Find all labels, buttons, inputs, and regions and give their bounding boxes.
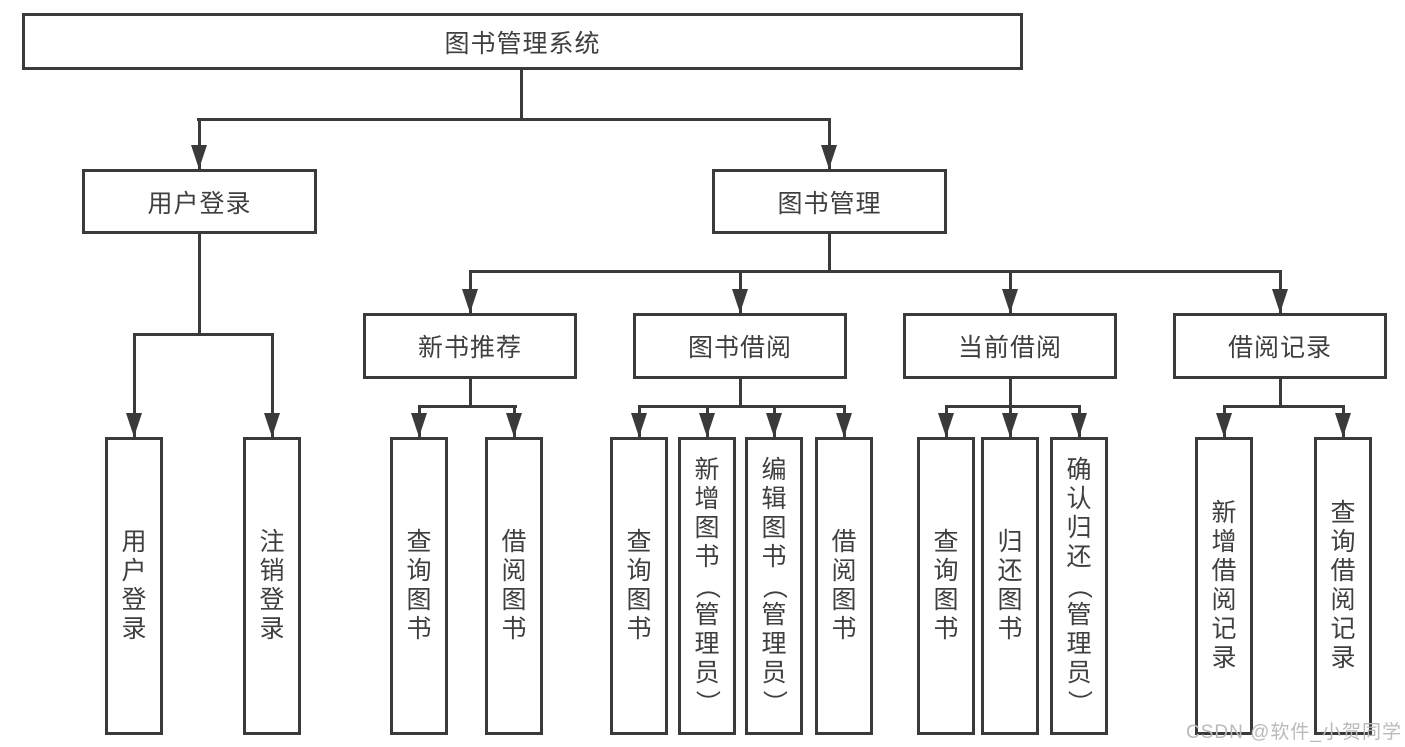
leaf-add-books-admin: 新增图书（管理员） (678, 437, 736, 735)
connector-root-stem (520, 69, 523, 120)
connector-mgmt-hline (469, 270, 1282, 273)
arrow-down-icon (191, 145, 207, 169)
node-book-borrow: 图书借阅 (633, 313, 847, 379)
connector-login-hline (133, 333, 274, 336)
arrow-down-icon (732, 289, 748, 313)
leaf-label: 用户登录 (121, 528, 147, 643)
arrow-down-icon (938, 413, 954, 437)
arrow-down-icon (699, 413, 715, 437)
arrow-down-icon (766, 413, 782, 437)
arrow-down-icon (264, 413, 280, 437)
node-user-login: 用户登录 (82, 169, 317, 234)
node-new-book-recommend: 新书推荐 (363, 313, 577, 379)
leaf-label: 查询图书 (406, 528, 432, 643)
leaf-label: 新增图书（管理员） (693, 455, 722, 715)
arrow-down-icon (1002, 289, 1018, 313)
arrow-down-icon (1335, 413, 1351, 437)
arrow-down-icon (836, 413, 852, 437)
arrow-down-icon (506, 413, 522, 437)
connector-borrow-hline (638, 405, 846, 408)
arrow-down-icon (1216, 413, 1232, 437)
leaf-label: 新增借阅记录 (1211, 499, 1237, 672)
connector-mgmt-stem (828, 233, 831, 272)
connector-recommend-stem (469, 378, 472, 407)
leaf-return-books: 归还图书 (981, 437, 1039, 735)
node-borrow-records: 借阅记录 (1173, 313, 1387, 379)
leaf-label: 注销登录 (259, 528, 285, 643)
connector-login-drop-1 (133, 333, 136, 437)
leaf-add-borrow-record: 新增借阅记录 (1195, 437, 1253, 735)
node-root-library-system: 图书管理系统 (22, 13, 1023, 70)
connector-current-hline (945, 405, 1081, 408)
node-current-borrow: 当前借阅 (903, 313, 1117, 379)
leaf-label: 借阅图书 (501, 528, 527, 643)
arrow-down-icon (821, 145, 837, 169)
leaf-user-login: 用户登录 (105, 437, 163, 735)
leaf-label: 查询图书 (626, 528, 652, 643)
leaf-label: 编辑图书（管理员） (760, 455, 789, 715)
connector-records-hline (1223, 405, 1345, 408)
leaf-query-books-current: 查询图书 (917, 437, 975, 735)
leaf-label: 借阅图书 (831, 528, 857, 643)
node-book-management: 图书管理 (712, 169, 947, 234)
connector-root-drop-right (828, 118, 831, 169)
connector-login-drop-2 (271, 333, 274, 437)
arrow-down-icon (1002, 413, 1018, 437)
leaf-query-books-borrow: 查询图书 (610, 437, 668, 735)
leaf-borrow-books: 借阅图书 (815, 437, 873, 735)
arrow-down-icon (462, 289, 478, 313)
connector-recommend-hline (418, 405, 517, 408)
leaf-label: 查询图书 (933, 528, 959, 643)
connector-root-hline (197, 118, 831, 121)
arrow-down-icon (1071, 413, 1087, 437)
arrow-down-icon (126, 413, 142, 437)
leaf-borrow-books-recommend: 借阅图书 (485, 437, 543, 735)
arrow-down-icon (631, 413, 647, 437)
leaf-label: 查询借阅记录 (1330, 499, 1356, 672)
leaf-query-borrow-record: 查询借阅记录 (1314, 437, 1372, 735)
connector-current-stem (1009, 378, 1012, 407)
connector-root-drop-left (198, 118, 201, 169)
leaf-label: 归还图书 (997, 528, 1023, 643)
connector-records-stem (1279, 378, 1282, 407)
leaf-logout: 注销登录 (243, 437, 301, 735)
csdn-watermark: CSDN @软件_小贺同学 (1186, 722, 1402, 743)
leaf-label: 确认归还（管理员） (1065, 455, 1094, 715)
arrow-down-icon (411, 413, 427, 437)
leaf-confirm-return-admin: 确认归还（管理员） (1050, 437, 1108, 735)
arrow-down-icon (1272, 289, 1288, 313)
leaf-edit-books-admin: 编辑图书（管理员） (745, 437, 803, 735)
connector-borrow-stem (739, 378, 742, 407)
connector-login-stem (198, 233, 201, 335)
leaf-query-books-recommend: 查询图书 (390, 437, 448, 735)
